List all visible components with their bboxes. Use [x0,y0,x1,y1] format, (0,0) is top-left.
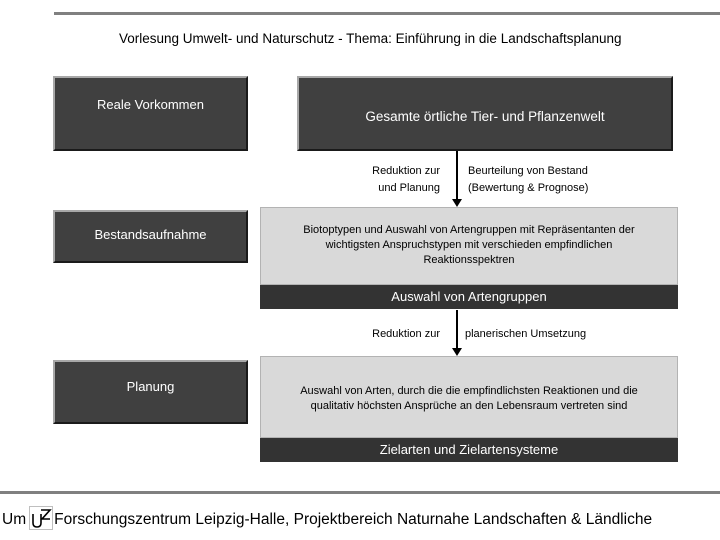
biotop-text-line3: Reaktionsspektren [423,254,515,266]
bottom-divider [0,491,720,494]
label-bestandsaufnahme: Bestandsaufnahme [94,227,207,242]
label-reduktion-line2: und Planung [378,182,440,194]
label-auswahl-artengruppen: Auswahl von Artengruppen [391,289,547,304]
box-gesamte-tierwelt: Gesamte örtliche Tier- und Pflanzenwelt [297,76,673,151]
box-reale-vorkommen: Reale Vorkommen [53,76,248,151]
footer-prefix: Um [2,511,27,528]
label-zielarten: Zielarten und Zielartensysteme [379,442,559,457]
label-reale-vorkommen: Reale Vorkommen [97,97,204,112]
bar-auswahl-artengruppen: Auswahl von Artengruppen [260,285,678,309]
box-biotoptypen: Biotoptypen und Auswahl von Artengruppen… [260,207,678,285]
page-title: Vorlesung Umwelt- und Naturschutz - Them… [119,31,622,46]
bar-zielarten: Zielarten und Zielartensysteme [260,438,678,462]
label-reduktion-planung: Reduktion zur und Planung [330,163,440,197]
footer: Um Forschungszentrum Leipzig-Halle, Proje… [2,506,718,530]
ufz-logo-icon [29,506,54,530]
biotop-text-line1: Biotoptypen und Auswahl von Artengruppen… [303,224,635,236]
box-bestandsaufnahme: Bestandsaufnahme [53,210,248,263]
label-beurteilung: Beurteilung von Bestand (Bewertung & Pro… [468,163,668,197]
footer-text: Forschungszentrum Leipzig-Halle, Projekt… [54,511,653,528]
arrow-down-1-head [452,199,462,207]
label-gesamte-tierwelt: Gesamte örtliche Tier- und Pflanzenwelt [365,109,605,124]
box-planung: Planung [53,360,248,424]
label-reduktion-line1: Reduktion zur [372,165,440,177]
biotop-text-line2: wichtigsten Anspruchstypen mit verschied… [325,239,613,251]
label-beurteilung-line1: Beurteilung von Bestand [468,165,588,177]
top-divider [54,12,720,15]
box-auswahl-arten: Auswahl von Arten, durch die die empfind… [260,356,678,438]
arrow-down-2-head [452,348,462,356]
label-planung: Planung [126,379,175,394]
label-beurteilung-line2: (Bewertung & Prognose) [468,182,589,194]
ziel-text-line1: Auswahl von Arten, durch die die empfind… [300,385,638,397]
ziel-text-line2: qualitativ höchsten Ansprüche an den Leb… [310,400,628,412]
label-reduktion-2: Reduktion zur [372,328,440,340]
label-planerische-umsetzung: planerischen Umsetzung [465,328,587,340]
arrow-down-2 [456,310,458,348]
arrow-down-1 [456,151,458,199]
